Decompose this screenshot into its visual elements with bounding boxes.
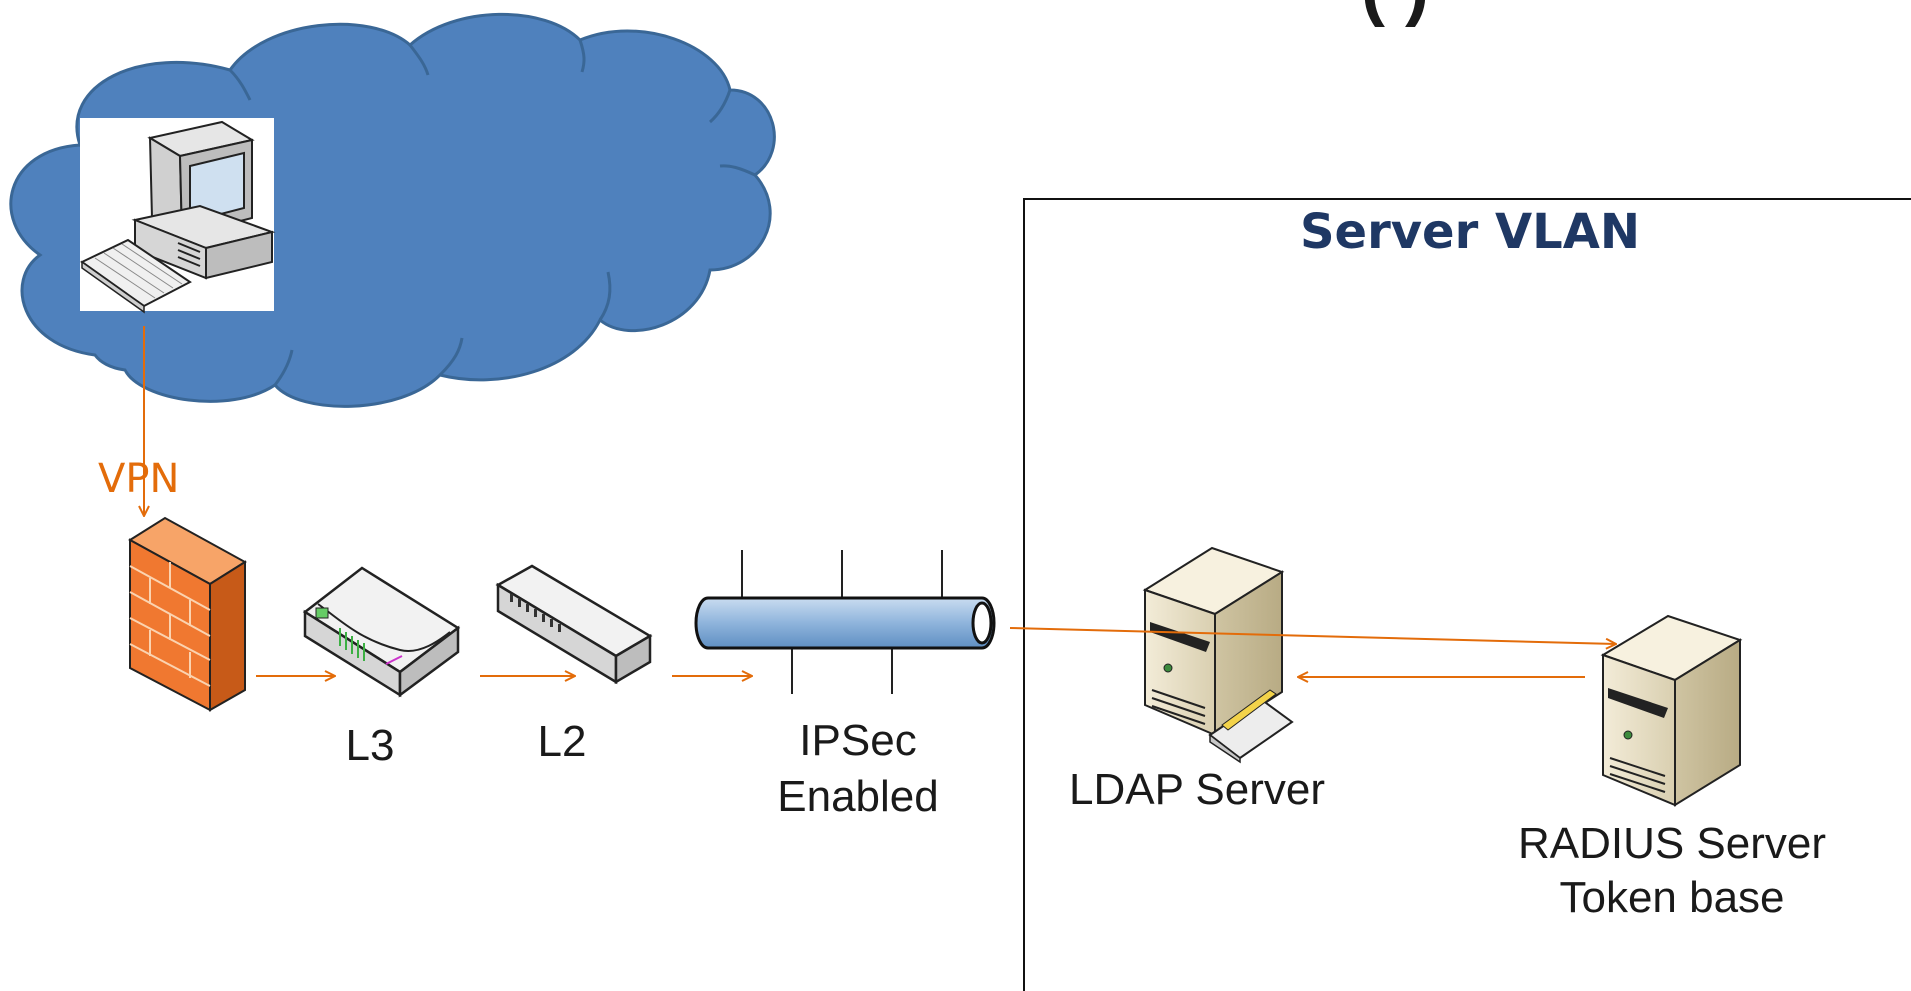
l3-label: L3 <box>346 721 395 770</box>
radius-server-icon[interactable] <box>1600 614 1743 807</box>
radius-label-line1: RADIUS Server <box>1518 819 1826 868</box>
ipsec-bus-icon[interactable] <box>694 550 996 694</box>
server-vlan-box <box>1023 198 1911 991</box>
ipsec-label-line2: Enabled <box>777 772 938 821</box>
ldap-server-icon[interactable] <box>1142 546 1294 764</box>
ldap-label: LDAP Server <box>1069 765 1325 814</box>
arrow-ipsec-to-radius <box>1009 627 1616 644</box>
switch-icon[interactable] <box>495 564 653 685</box>
vpn-label: VPN <box>98 456 179 502</box>
server-vlan-title: Server VLAN <box>1300 204 1640 260</box>
radius-label-line2: Token base <box>1559 873 1784 922</box>
ipsec-label-line1: IPSec <box>799 716 916 765</box>
firewall-icon[interactable] <box>128 516 247 712</box>
l2-label: L2 <box>538 717 587 766</box>
title-fragment: ( ) <box>1361 0 1429 28</box>
workstation-icon[interactable] <box>80 118 276 314</box>
router-icon[interactable] <box>302 566 461 698</box>
